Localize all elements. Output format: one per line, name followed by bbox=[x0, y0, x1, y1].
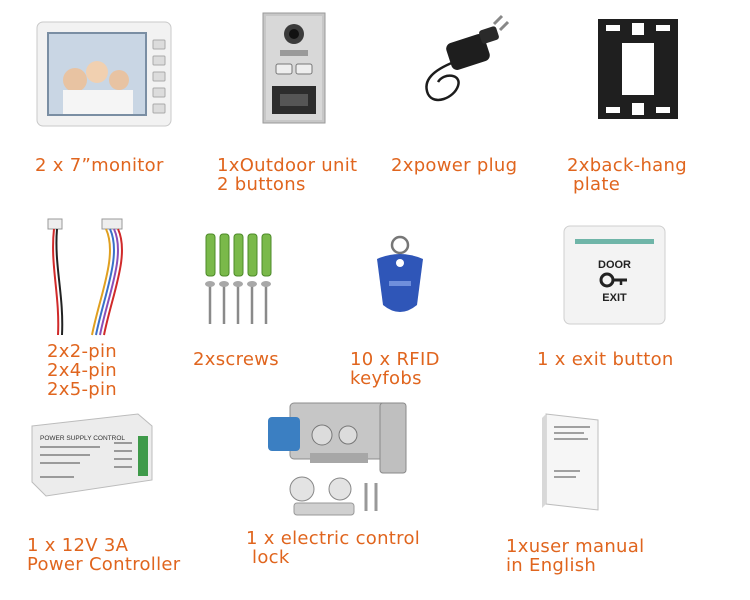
item-label: 1 x exit button bbox=[537, 349, 674, 370]
electric-lock-icon bbox=[262, 395, 422, 525]
screws-icon bbox=[198, 230, 278, 328]
power-plug-icon bbox=[414, 10, 514, 110]
power-controller-title: POWER SUPPLY CONTROL bbox=[40, 435, 125, 442]
wires-icon bbox=[40, 215, 140, 340]
power-controller-icon: POWER SUPPLY CONTROL bbox=[30, 410, 155, 500]
item-label: 1 x 12V 3A Power Controller bbox=[27, 535, 181, 575]
outdoor-unit-icon bbox=[262, 12, 326, 124]
exit-button-icon: DOOR EXIT bbox=[563, 225, 666, 325]
user-manual-icon bbox=[540, 410, 610, 515]
item-label: 2xscrews bbox=[193, 349, 279, 370]
item-label: 2x2-pin 2x4-pin 2x5-pin bbox=[47, 341, 117, 400]
exit-button-top-text: DOOR bbox=[598, 259, 631, 271]
item-label: 1xOutdoor unit 2 buttons bbox=[217, 155, 358, 195]
item-label: 1 x electric control lock bbox=[246, 528, 421, 568]
monitor-icon bbox=[35, 20, 173, 128]
item-label: 2xpower plug bbox=[391, 155, 518, 176]
item-label: 1xuser manual in English bbox=[506, 536, 645, 576]
item-label: 10 x RFID keyfobs bbox=[350, 349, 440, 389]
rfid-keyfob-icon bbox=[365, 235, 435, 320]
back-hang-plate-icon bbox=[592, 15, 684, 123]
item-label: 2xback-hang plate bbox=[567, 155, 687, 195]
exit-button-bottom-text: EXIT bbox=[602, 292, 627, 304]
item-label: 2 x 7”monitor bbox=[35, 155, 164, 176]
